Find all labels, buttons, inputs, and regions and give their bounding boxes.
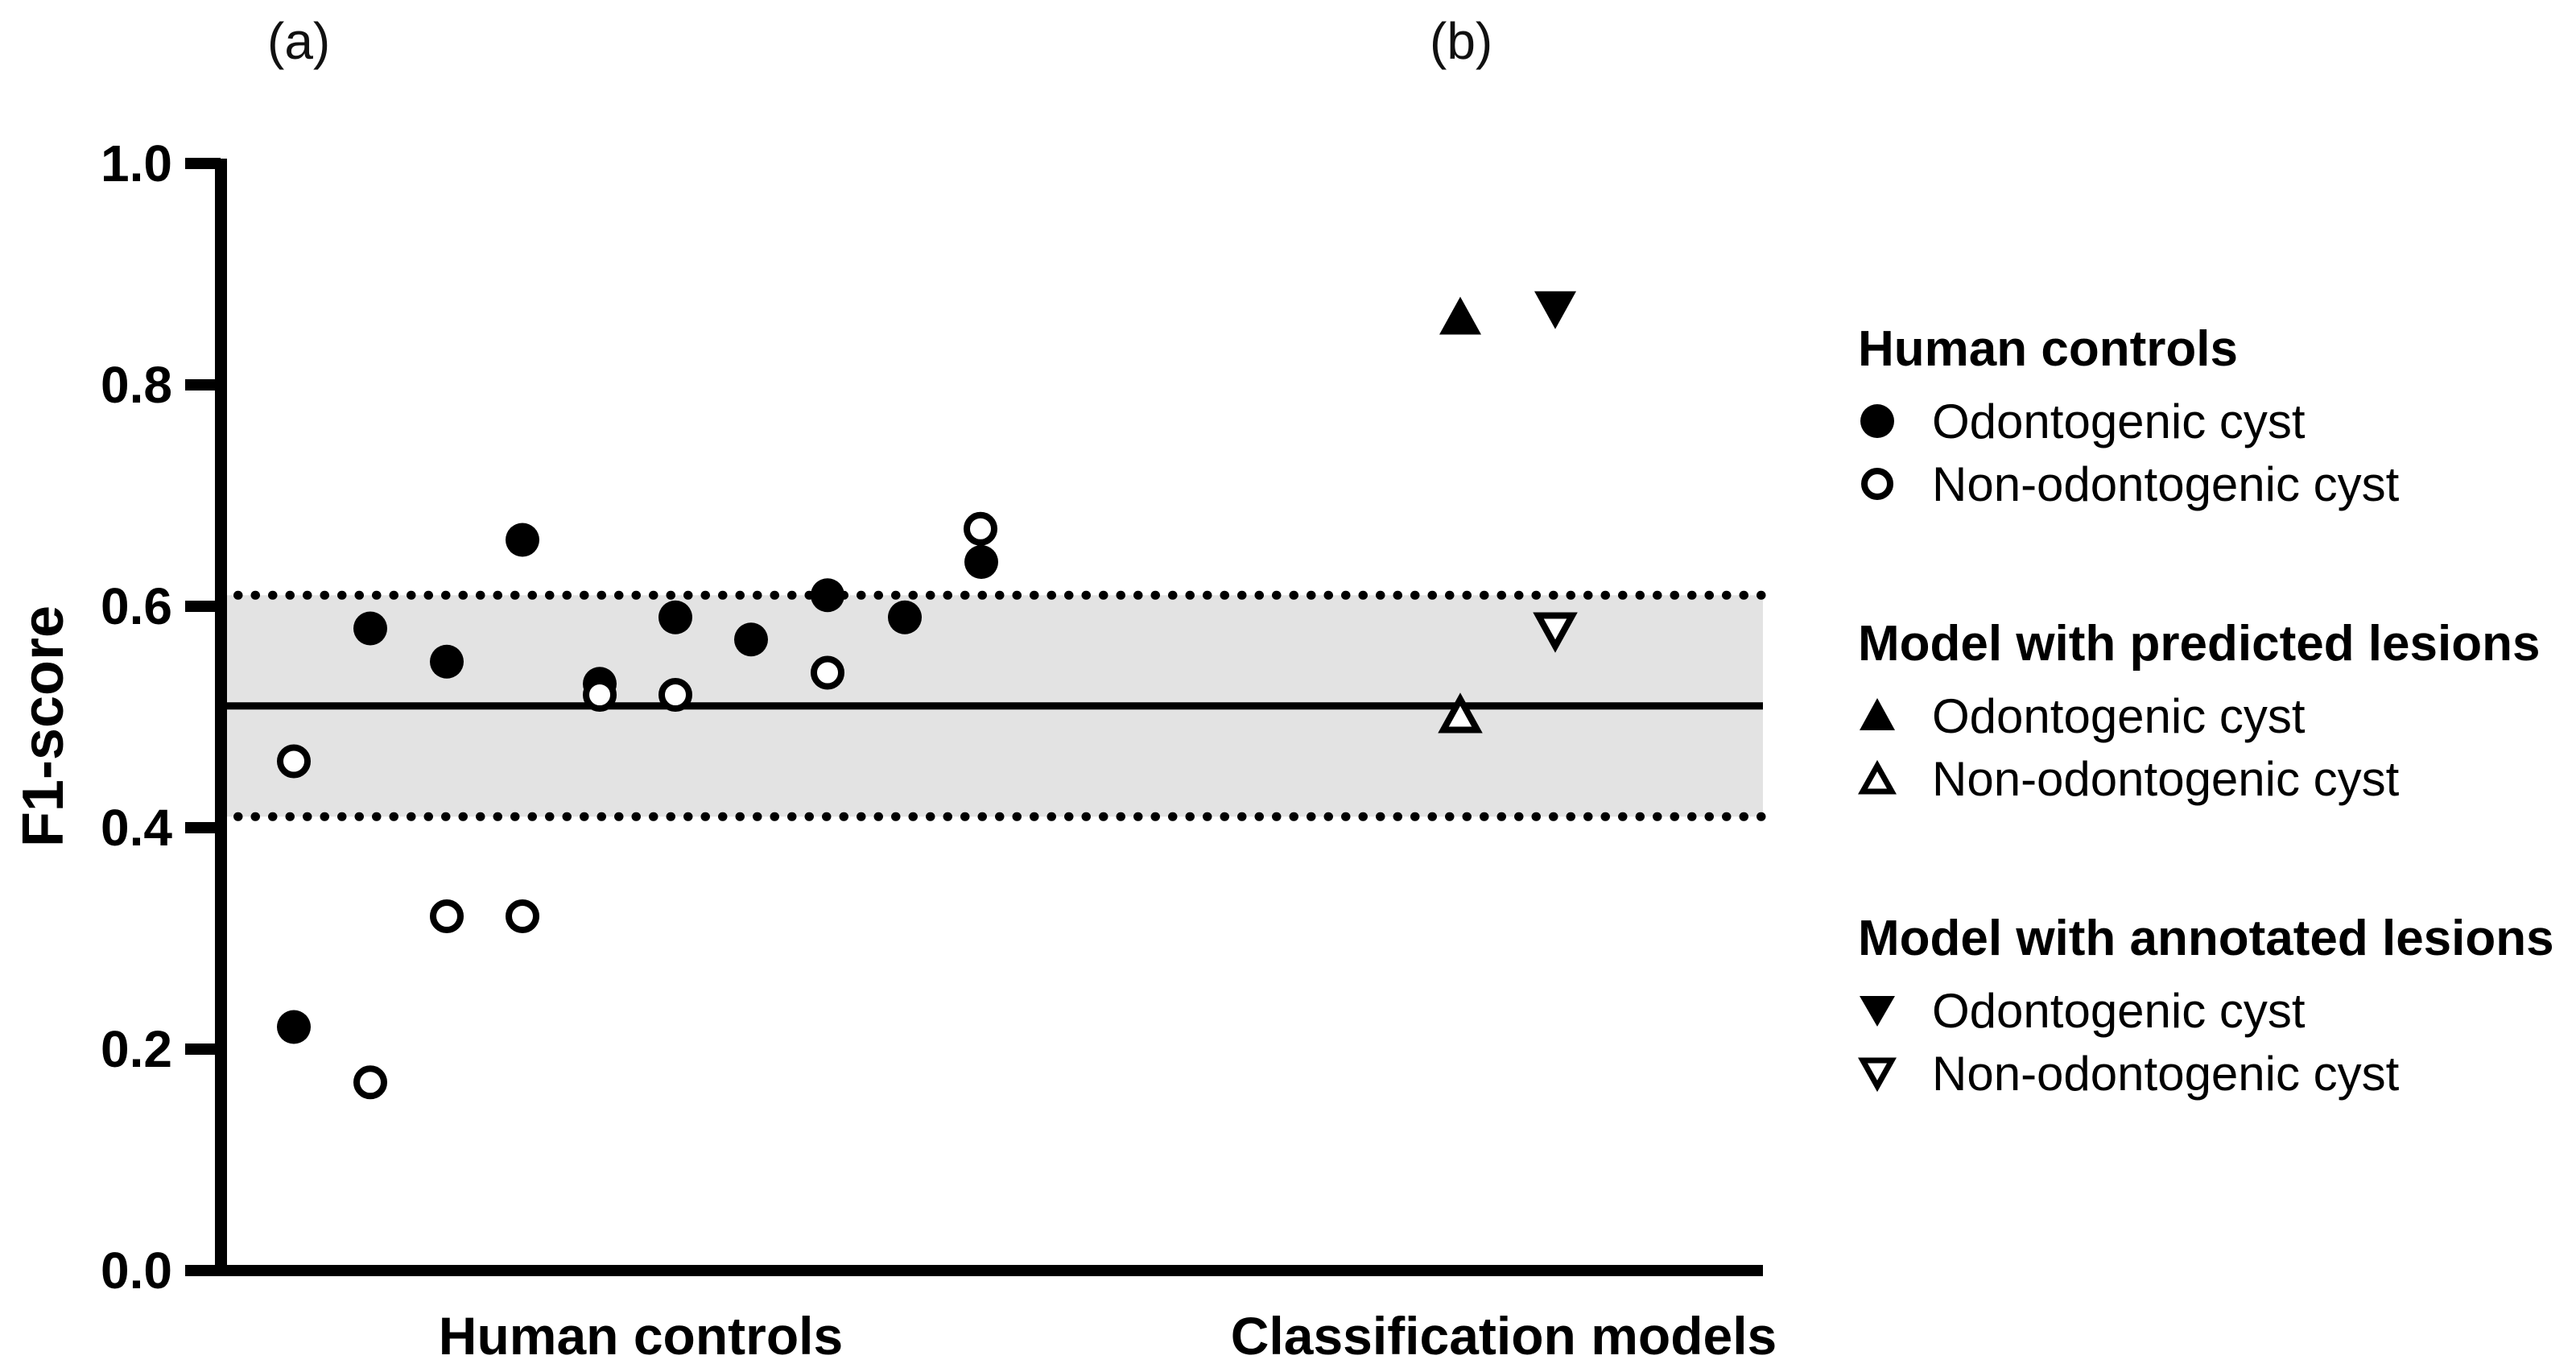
- legend-group-title: Model with annotated lesions: [1858, 911, 2554, 966]
- filled-circle-marker: [430, 644, 464, 679]
- open-triangle-down-icon: [1858, 1051, 1908, 1096]
- legend-group-human-controls: Human controls Odontogenic cyst Non-odon…: [1858, 320, 2566, 515]
- y-tick-label: 0.4: [101, 799, 172, 857]
- y-tick-label: 0.0: [101, 1242, 172, 1300]
- y-tick-label: 0.8: [101, 356, 172, 414]
- filled-triangle-down-marker: [1534, 291, 1576, 329]
- legend-item-label: Non-odontogenic cyst: [1932, 457, 2400, 511]
- open-circle-marker: [353, 1065, 387, 1100]
- filled-circle-marker: [506, 523, 539, 557]
- open-circle-marker: [811, 655, 844, 690]
- y-tick-label: 0.2: [101, 1020, 172, 1078]
- open-circle-marker: [430, 899, 464, 933]
- y-tick-label: 1.0: [101, 134, 172, 192]
- legend-item-label: Odontogenic cyst: [1932, 688, 2306, 743]
- legend-item: Odontogenic cyst: [1858, 684, 2566, 747]
- open-circle-marker: [658, 678, 692, 712]
- legend-group-model-annotated: Model with annotated lesions Odontogenic…: [1858, 910, 2566, 1105]
- reference-band-layer: [215, 590, 1768, 821]
- legend-item: Non-odontogenic cyst: [1858, 1042, 2566, 1105]
- legend-item: Odontogenic cyst: [1858, 390, 2566, 453]
- legend: Human controls Odontogenic cyst Non-odon…: [1858, 320, 2566, 1205]
- filled-circle-marker: [811, 578, 844, 613]
- filled-circle-marker: [277, 1010, 311, 1044]
- y-ticks-layer: 1.0 0.8 0.6 0.4 0.2 0.0: [101, 134, 221, 1300]
- legend-group-title: Human controls: [1858, 321, 2238, 377]
- filled-circle-marker: [964, 545, 998, 579]
- legend-item: Non-odontogenic cyst: [1858, 453, 2566, 515]
- x-category-label: Classification models: [1231, 1306, 1777, 1366]
- filled-circle-marker: [658, 600, 692, 634]
- legend-item-label: Non-odontogenic cyst: [1932, 1046, 2400, 1101]
- x-category-label: Human controls: [439, 1306, 843, 1366]
- legend-item-label: Non-odontogenic cyst: [1932, 751, 2400, 806]
- legend-item-label: Odontogenic cyst: [1932, 983, 2306, 1038]
- open-circle-icon: [1858, 461, 1908, 506]
- filled-triangle-down-icon: [1858, 988, 1908, 1033]
- data-points-layer: [277, 291, 1578, 1100]
- filled-triangle-up-marker: [1439, 296, 1481, 335]
- y-tick-label: 0.6: [101, 577, 172, 635]
- filled-circle-icon: [1858, 399, 1908, 444]
- y-axis-label: F1-score: [11, 605, 76, 847]
- open-triangle-down-marker: [1533, 612, 1578, 653]
- open-circle-marker: [583, 678, 617, 712]
- filled-circle-marker: [353, 611, 387, 646]
- x-category-labels-layer: Human controls Classification models: [439, 1306, 1777, 1366]
- y-axis-line: [215, 159, 227, 1276]
- filled-circle-marker: [734, 622, 768, 657]
- open-circle-marker: [277, 744, 311, 779]
- open-circle-marker: [506, 899, 539, 933]
- filled-circle-marker: [888, 600, 922, 634]
- legend-item-label: Odontogenic cyst: [1932, 394, 2306, 448]
- x-axis-line: [215, 1265, 1763, 1276]
- scatter-plot: F1-score 1.0 0.8 0.6 0.4 0.2 0.0 Human contro…: [11, 134, 1777, 1366]
- open-triangle-up-icon: [1858, 756, 1908, 801]
- panel-a-label: (a): [267, 12, 331, 70]
- open-triangle-up-marker: [1438, 692, 1483, 734]
- legend-item: Odontogenic cyst: [1858, 979, 2566, 1042]
- legend-item: Non-odontogenic cyst: [1858, 747, 2566, 810]
- axes-layer: [215, 159, 1763, 1276]
- panel-b-label: (b): [1430, 12, 1493, 70]
- legend-group-title: Model with predicted lesions: [1858, 616, 2541, 672]
- filled-triangle-up-icon: [1858, 693, 1908, 738]
- open-circle-marker: [964, 511, 997, 546]
- legend-group-model-predicted: Model with predicted lesions Odontogenic…: [1858, 615, 2566, 810]
